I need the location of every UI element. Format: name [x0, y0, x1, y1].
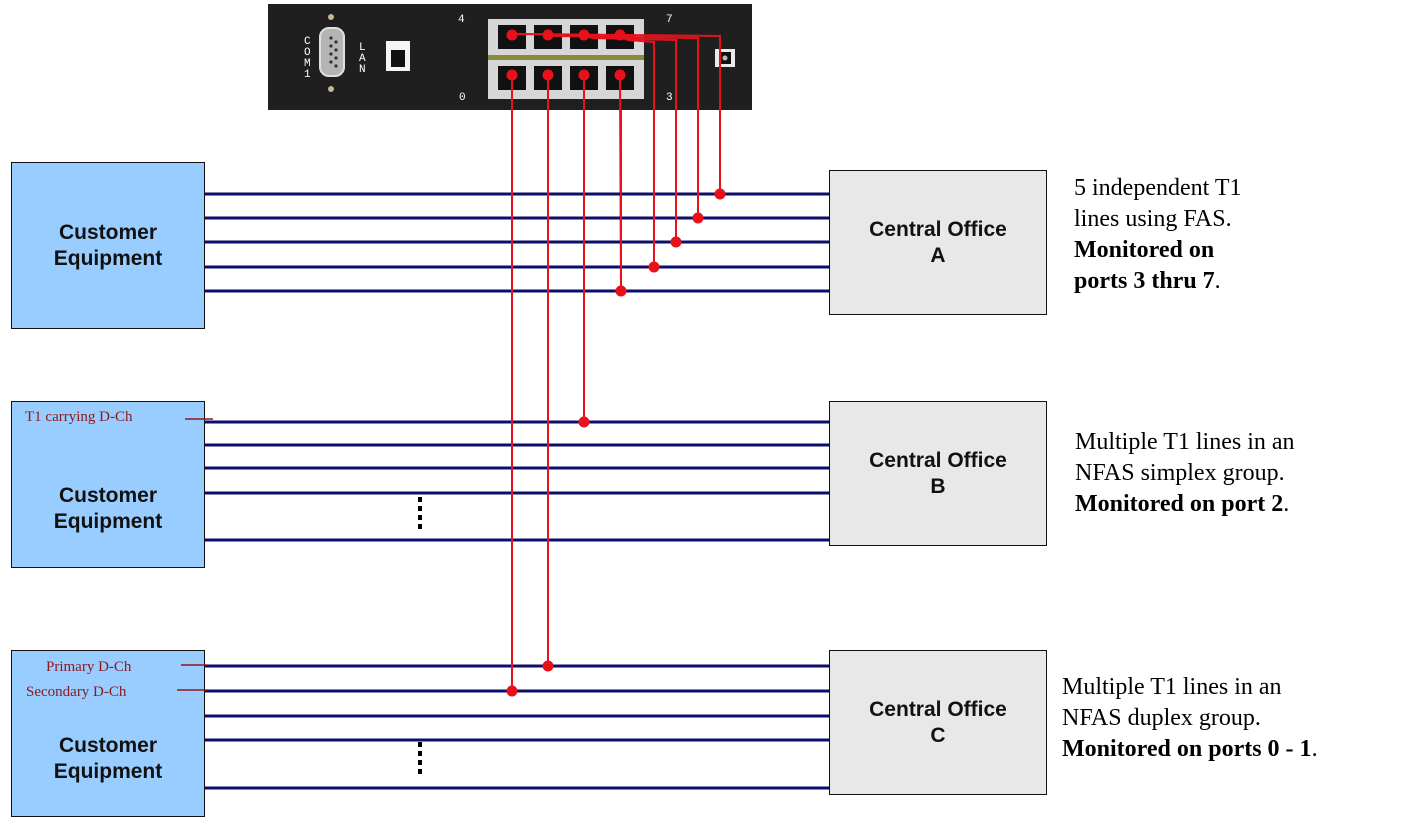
office-label-line1: Central Office	[869, 449, 1007, 473]
port-tap-dot	[578, 69, 590, 81]
port-tap-dot	[542, 29, 554, 41]
office-label-line2: B	[930, 474, 946, 498]
port-block-divider	[488, 55, 644, 60]
customer-label-line2: Equipment	[53, 246, 163, 270]
description-a-line1: 5 independent T1	[1074, 175, 1242, 201]
customer-label-line2: Equipment	[53, 509, 163, 533]
description-a-line2: lines using FAS.	[1074, 206, 1232, 232]
port-tap-dot	[542, 69, 554, 81]
lan-port	[386, 41, 410, 71]
port-tap-dot	[614, 69, 626, 81]
wiring	[506, 29, 721, 691]
com1-letter: 1	[304, 69, 311, 81]
port-number-7: 7	[666, 14, 673, 26]
com1-serial-port	[319, 14, 345, 92]
customer-label-line1: Customer	[58, 734, 158, 758]
lan-letter: L	[359, 42, 366, 54]
description-b-line2: NFAS simplex group.	[1075, 460, 1285, 486]
port-number-4: 4	[458, 14, 465, 26]
com1-letter: C	[304, 36, 311, 48]
description-b-tail: .	[1283, 491, 1290, 517]
lan-label: LAN	[359, 42, 366, 76]
description-b-bold: Monitored on port 2	[1075, 491, 1284, 517]
office-label-line1: Central Office	[869, 698, 1007, 722]
description-a-bold1: Monitored on	[1074, 237, 1215, 263]
office-label-line2: C	[930, 723, 946, 747]
description-c-bold: Monitored on ports 0 - 1	[1062, 736, 1312, 762]
power-jack	[715, 49, 735, 67]
customer-label-line2: Equipment	[53, 759, 163, 783]
lan-letter: A	[359, 53, 366, 65]
description-c-line2: NFAS duplex group.	[1062, 705, 1261, 731]
office-label-line1: Central Office	[869, 218, 1007, 242]
description-c-line1: Multiple T1 lines in an	[1062, 674, 1282, 700]
customer-label-line1: Customer	[58, 221, 158, 245]
description-b: Multiple T1 lines in an NFAS simplex gro…	[1075, 427, 1295, 520]
customer-label-line1: Customer	[58, 484, 158, 508]
com1-letter: M	[304, 58, 311, 70]
tap-wire	[619, 74, 622, 292]
lan-letter: N	[359, 64, 366, 76]
description-c-tail: .	[1311, 736, 1318, 762]
description-a-tail: .	[1214, 268, 1221, 294]
channel-label-secondary-d-ch: Secondary D-Ch	[26, 684, 127, 700]
channel-label-primary-d-ch: Primary D-Ch	[46, 659, 132, 675]
com1-letter: O	[304, 47, 311, 59]
port-tap-dot	[506, 29, 518, 41]
office-label-line2: A	[930, 243, 946, 267]
port-tap-dot	[506, 69, 518, 81]
description-b-line1: Multiple T1 lines in an	[1075, 429, 1295, 455]
description-a-bold2: ports 3 thru 7	[1074, 268, 1215, 294]
port-number-3: 3	[666, 92, 673, 104]
channel-label-d-ch: T1 carrying D-Ch	[25, 409, 133, 425]
description-c: Multiple T1 lines in an NFAS duplex grou…	[1062, 672, 1318, 765]
description-a: 5 independent T1 lines using FAS. Monito…	[1074, 173, 1242, 297]
port-tap-dot	[614, 29, 626, 41]
port-tap-dot	[578, 29, 590, 41]
port-number-0: 0	[459, 92, 466, 104]
